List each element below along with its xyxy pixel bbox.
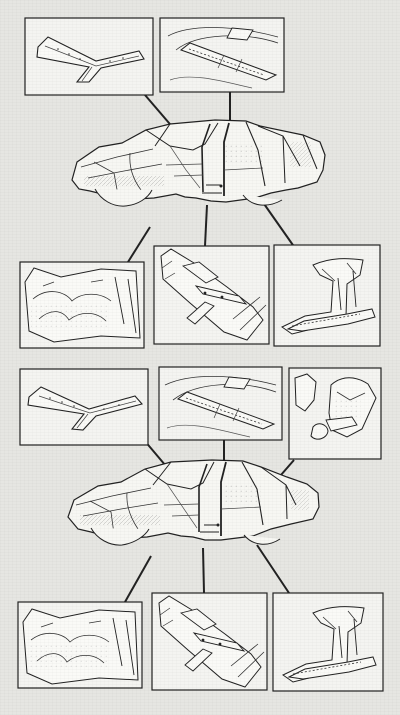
- leader-line: [124, 555, 152, 603]
- sedan-body-in-white: [67, 459, 320, 546]
- detail-panel-side-frame-pillar: [273, 244, 381, 347]
- wagon-body-in-white: [71, 119, 326, 207]
- detail-panel-floor-sill-bottom: [151, 592, 268, 691]
- detail-panel-roof-front-rail-bottom: [158, 366, 283, 441]
- leader-line: [261, 200, 296, 249]
- detail-panel-roof-bow-bottom: [19, 368, 149, 446]
- detail-panel-roof-front-rail: [159, 17, 285, 93]
- leader-line: [127, 226, 151, 263]
- detail-panel-side-frame-pillar-bottom: [272, 592, 384, 692]
- detail-panel-front-inner-wheel-arch-bottom: [17, 601, 143, 689]
- detail-panel-floor-sill: [153, 245, 270, 345]
- detail-panel-front-inner-wheel-arch: [19, 261, 145, 349]
- top-diagram-wagon: [19, 17, 381, 349]
- bottom-diagram-sedan: [17, 366, 384, 692]
- roof-bow-part: [36, 36, 145, 83]
- leader-line: [204, 204, 208, 247]
- detail-panel-roof-bow: [24, 17, 154, 96]
- leader-line: [256, 544, 290, 594]
- detail-panel-rear-wheel-arch: [288, 367, 382, 460]
- leader-line: [202, 547, 205, 594]
